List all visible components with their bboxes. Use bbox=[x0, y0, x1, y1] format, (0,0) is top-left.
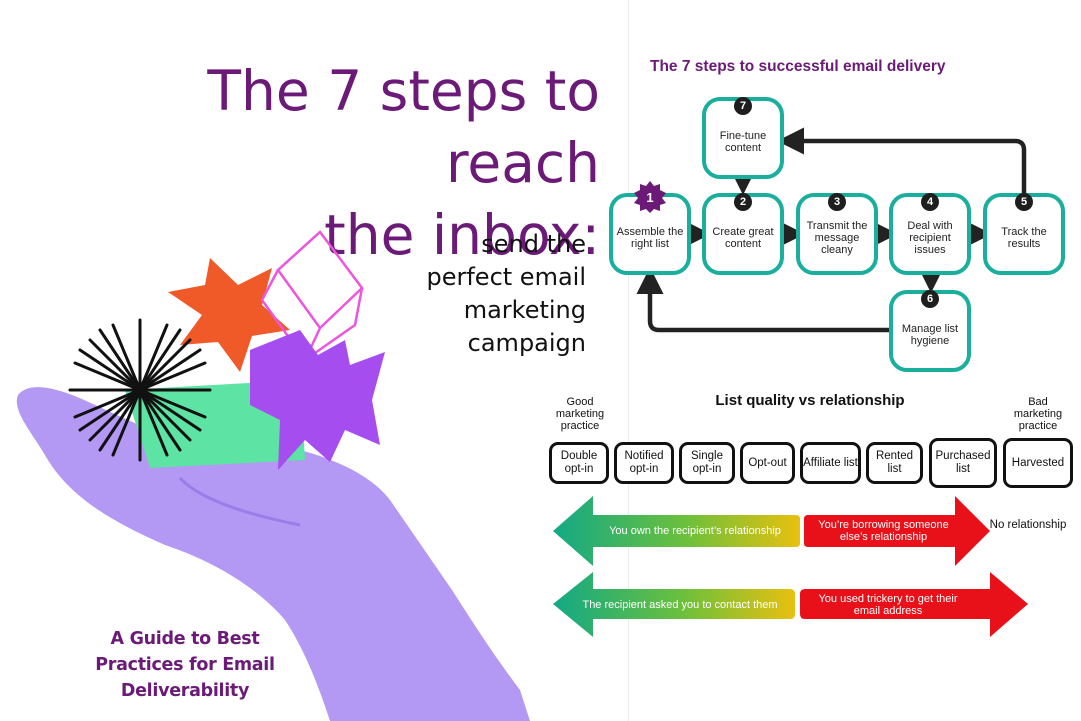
flow-step-1-badge: 1 bbox=[634, 181, 666, 213]
borrow-arrow-text: You’re borrowing someone else’s relation… bbox=[818, 519, 949, 543]
trickery-arrow bbox=[800, 572, 1028, 637]
flow-step-3-label: Transmit the message cleany bbox=[806, 220, 868, 256]
hand-icon bbox=[16, 387, 530, 721]
flow-step-7-num: 7 bbox=[734, 97, 752, 115]
chip-rented-list: Rented list bbox=[866, 442, 923, 484]
flow-step-2-label: Create great content bbox=[712, 226, 774, 250]
flow-step-5-num: 5 bbox=[1015, 193, 1033, 211]
flow-step-3-num: 3 bbox=[828, 193, 846, 211]
flow-step-6-label: Manage list hygiene bbox=[901, 323, 959, 347]
hero-subtitle-line-2: perfect email bbox=[426, 263, 586, 291]
purple-shape-icon bbox=[250, 330, 385, 470]
flow-step-1-label: Assemble the right list bbox=[616, 226, 684, 250]
flow-step-5-label: Track the results bbox=[1001, 226, 1047, 250]
chip-single-opt-in: Single opt-in bbox=[679, 442, 735, 484]
chip-notified-opt-in: Notified opt-in bbox=[614, 442, 674, 484]
own-arrow-text: You own the recipient’s relationship bbox=[609, 525, 781, 537]
asked-arrow-text: The recipient asked you to contact them bbox=[582, 599, 778, 611]
flow-step-4-num: 4 bbox=[921, 193, 939, 211]
flow-step-4-label: Deal with recipient issues bbox=[907, 220, 953, 256]
hero-title: The 7 steps to reach the inbox: bbox=[40, 55, 600, 271]
bad-practice-label: Bad marketing practice bbox=[1013, 396, 1063, 432]
chip-affiliate-list: Affiliate list bbox=[800, 442, 861, 484]
hand-illustration bbox=[16, 230, 530, 721]
asked-arrow bbox=[553, 572, 795, 637]
chip-purchased-list: Purchased list bbox=[929, 438, 997, 488]
borrow-arrow bbox=[804, 496, 990, 566]
panel-divider bbox=[628, 0, 629, 721]
hero-title-line-2: the inbox: bbox=[324, 203, 600, 267]
guide-line-2: Practices for Email bbox=[95, 655, 275, 675]
flow-title: The 7 steps to successful email delivery bbox=[650, 58, 946, 75]
arrow-6-1 bbox=[636, 267, 889, 333]
hero-subtitle-line-3: marketing bbox=[463, 296, 586, 324]
guide-line-1: A Guide to Best bbox=[110, 629, 260, 649]
flow-step-2-num: 2 bbox=[734, 193, 752, 211]
hero-subtitle-line-4: campaign bbox=[467, 329, 586, 357]
guide-title: A Guide to Best Practices for Email Deli… bbox=[70, 626, 300, 704]
guide-line-3: Deliverability bbox=[120, 681, 250, 701]
flow-step-1-num: 1 bbox=[646, 190, 653, 205]
flow-step-7-label: Fine-tune content bbox=[719, 130, 767, 154]
chip-double-opt-in: Double opt-in bbox=[549, 442, 609, 484]
quality-title: List quality vs relationship bbox=[715, 392, 905, 409]
own-arrow bbox=[553, 496, 800, 566]
no-relationship-label: No relationship bbox=[989, 519, 1067, 531]
hero-subtitle: send the perfect email marketing campaig… bbox=[360, 228, 586, 360]
chip-harvested: Harvested bbox=[1003, 438, 1073, 488]
chip-opt-out: Opt-out bbox=[740, 442, 795, 484]
hero-subtitle-line-1: send the bbox=[481, 230, 586, 258]
trickery-arrow-text: You used trickery to get their email add… bbox=[818, 593, 958, 617]
hero-title-line-1: The 7 steps to reach bbox=[207, 59, 600, 195]
orange-star-icon bbox=[168, 258, 290, 372]
good-practice-label: Good marketing practice bbox=[555, 396, 605, 432]
arrow-5-7 bbox=[777, 127, 1027, 193]
relationship-arrows bbox=[553, 496, 1028, 637]
flow-step-6-num: 6 bbox=[921, 290, 939, 308]
